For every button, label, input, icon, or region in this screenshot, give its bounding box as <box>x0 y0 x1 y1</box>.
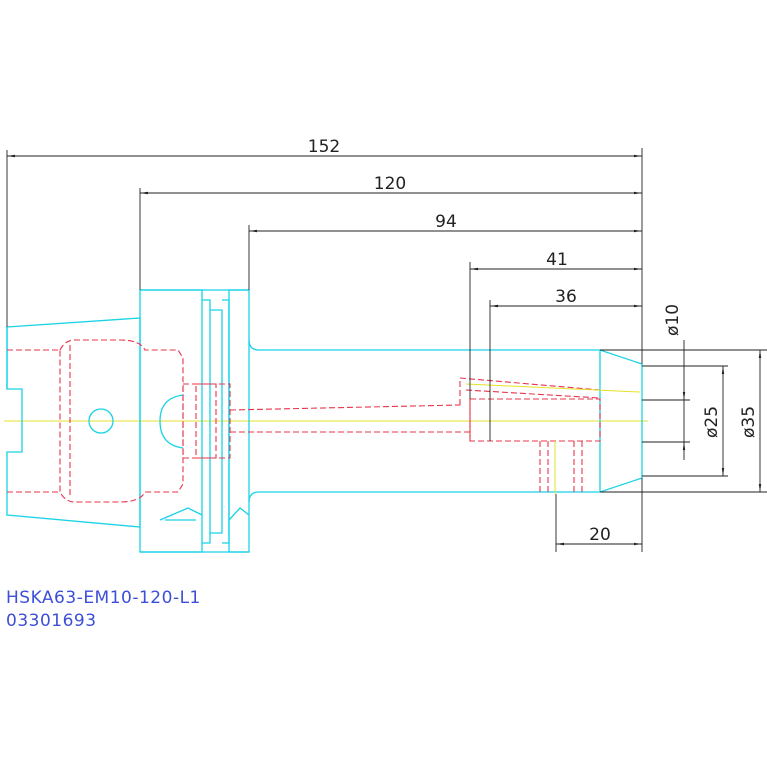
dim-120: 120 <box>374 174 406 194</box>
flange-outline <box>139 289 250 553</box>
dim-94: 94 <box>435 212 457 232</box>
dimension-lines <box>6 154 762 546</box>
dim-dia10: ø10 <box>663 304 683 336</box>
dim-152: 152 <box>308 137 340 157</box>
part-designation: HSKA63-EM10-120-L1 <box>6 588 201 608</box>
dim-41: 41 <box>546 250 568 270</box>
dim-36: 36 <box>555 287 577 307</box>
taper-centerline <box>465 383 641 393</box>
extension-lines <box>6 148 767 552</box>
dim-20: 20 <box>589 525 611 545</box>
hsk-shank-outline <box>6 317 141 528</box>
dim-dia25: ø25 <box>702 406 722 438</box>
part-number: 03301693 <box>6 611 97 631</box>
shank-body-outline <box>248 339 643 503</box>
dim-dia35: ø35 <box>739 406 759 438</box>
hidden-lines <box>7 339 601 503</box>
